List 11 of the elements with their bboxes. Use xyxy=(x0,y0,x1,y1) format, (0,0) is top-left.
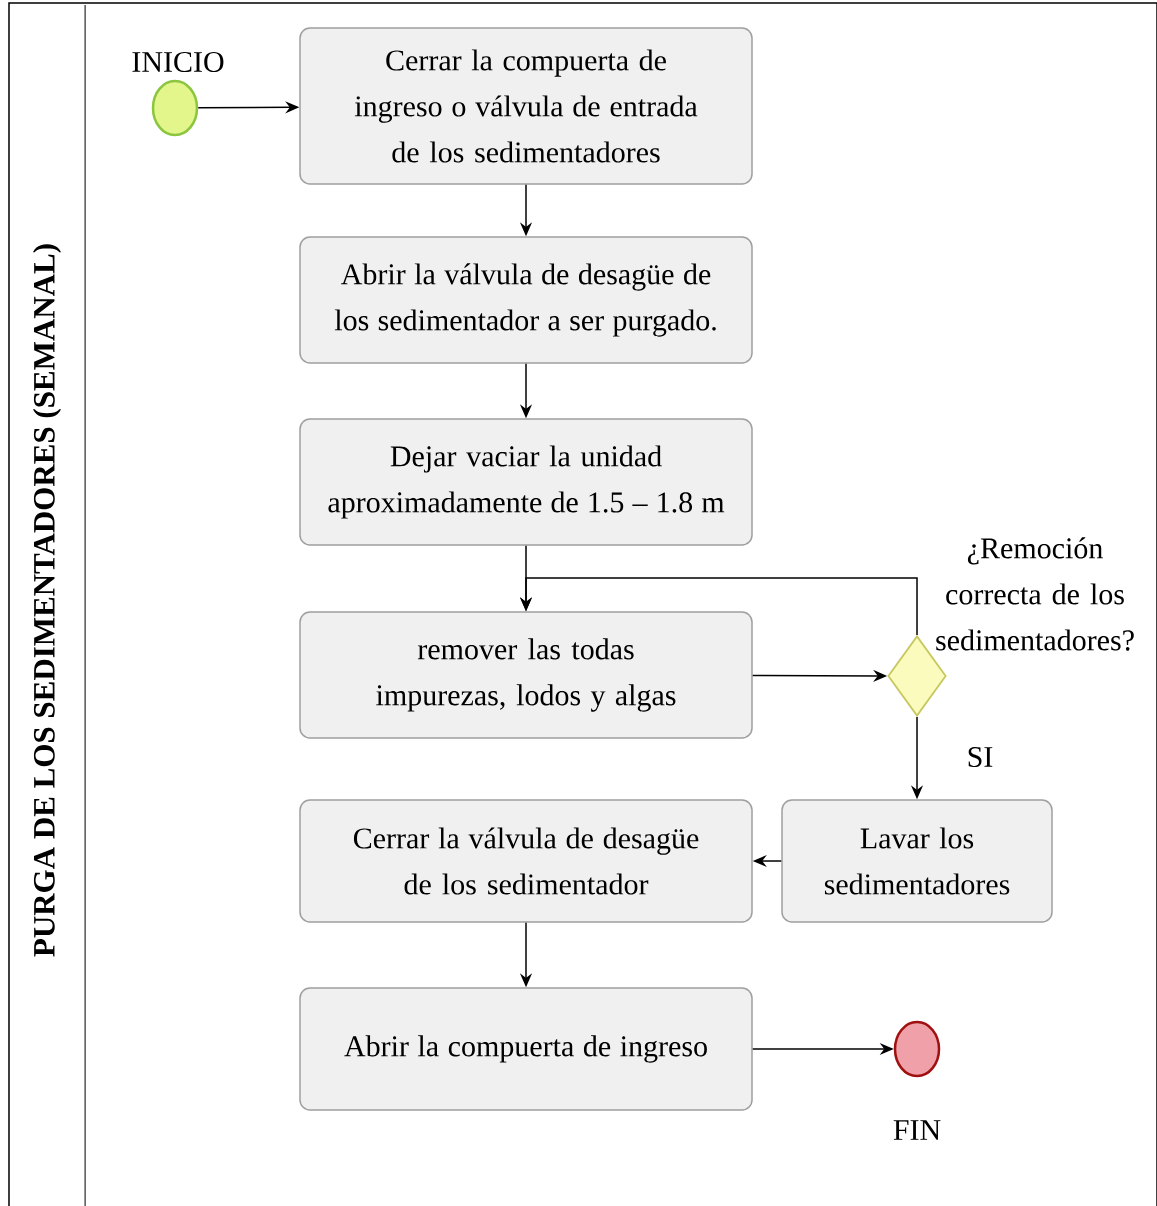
edge-label: SI xyxy=(964,744,996,770)
process-box: remover las todas impurezas, lodos y algas xyxy=(299,611,753,739)
node-label: ¿Remoción correcta de los sedimentadores? xyxy=(936,537,1134,651)
process-box: Abrir la compuerta de ingreso xyxy=(299,987,753,1111)
process-box: Lavar los sedimentadores xyxy=(781,799,1053,923)
node-label: INICIO xyxy=(132,51,224,73)
process-box: Cerrar la válvula de desagüe de los sedimentador xyxy=(299,799,753,923)
process-box: Cerrar la compuerta de ingreso o válvula de entrada de los sedimentadores xyxy=(299,27,753,185)
process-box: Dejar vaciar la unidad aproximadamente de 1.5 – 1.8 m xyxy=(299,418,753,546)
node-label: FIN xyxy=(893,1120,941,1140)
process-box: Abrir la válvula de desagüe de los sedimentador a ser purgado. xyxy=(299,236,753,364)
